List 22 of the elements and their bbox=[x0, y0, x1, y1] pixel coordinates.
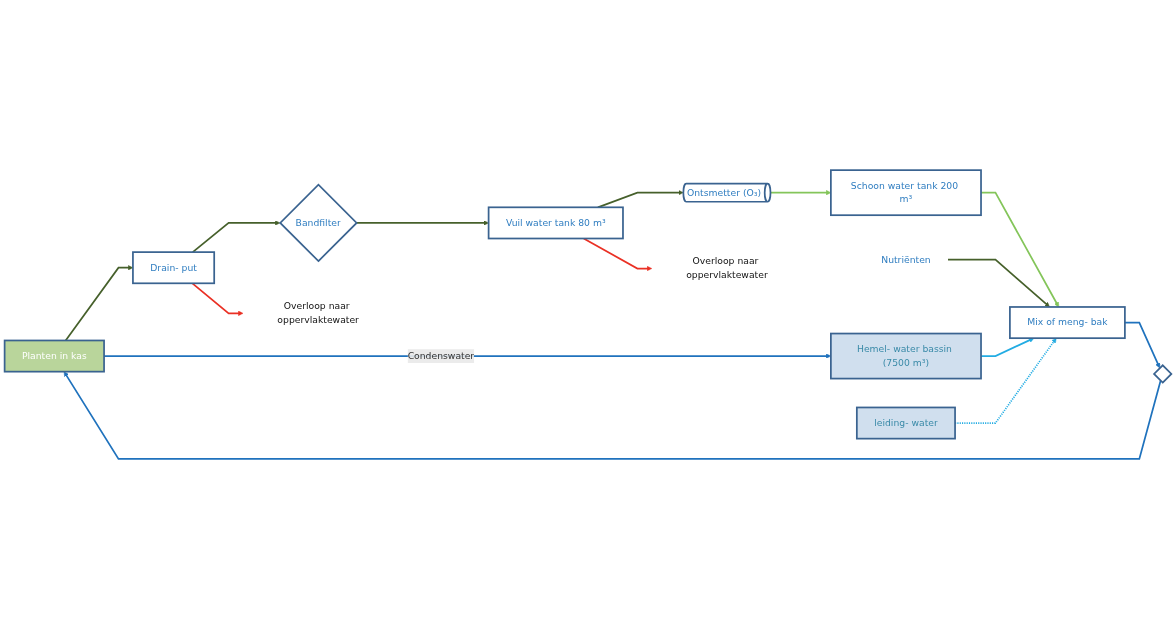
edge-label: Condenswater bbox=[407, 350, 475, 362]
node-box: Hemel- water bassin (7500 m³) bbox=[830, 332, 982, 380]
node-box: Schoon water tank 200 m³ bbox=[830, 169, 982, 217]
node-diamond bbox=[1152, 364, 1173, 384]
arrow bbox=[191, 282, 244, 316]
node-text: Nutriënten bbox=[881, 253, 931, 265]
node-box: Mix of meng- bak bbox=[1009, 306, 1126, 340]
node-box: Vuil water tank 80 m³ bbox=[487, 206, 624, 240]
arrow bbox=[947, 258, 1050, 308]
arrow bbox=[355, 220, 489, 226]
node-text: Overloop naar oppervlaktewater bbox=[277, 300, 359, 326]
node-diamond: Bandfilter bbox=[279, 183, 358, 263]
arrow bbox=[191, 220, 281, 253]
node-box: Drain- put bbox=[132, 251, 216, 285]
node-box: leiding- water bbox=[855, 406, 956, 440]
arrow bbox=[597, 190, 684, 209]
node-text: Overloop naar oppervlaktewater bbox=[686, 255, 768, 281]
arrow bbox=[1124, 321, 1161, 369]
node-box: Planten in kas bbox=[3, 339, 105, 373]
arrow bbox=[582, 237, 653, 272]
node-text: Ontsmetter (O₃) bbox=[686, 186, 762, 198]
arrow bbox=[63, 371, 1162, 460]
